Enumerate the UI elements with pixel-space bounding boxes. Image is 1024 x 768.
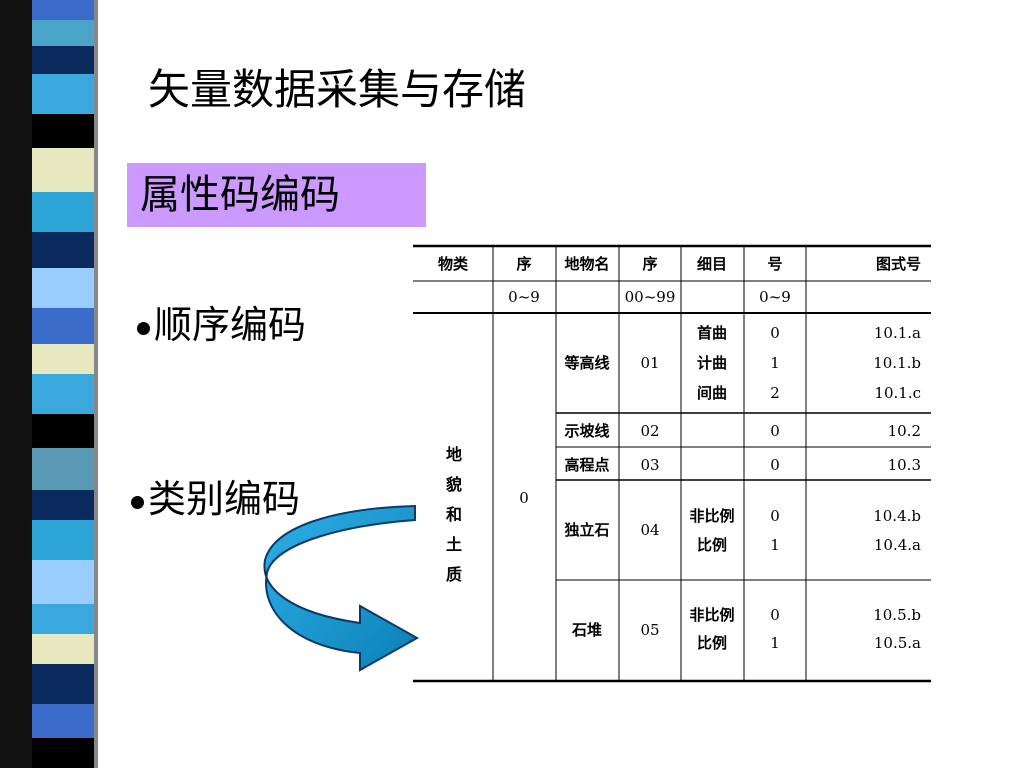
bullet-sequential-coding: 顺序编码 (137, 300, 306, 350)
table-row-number: 1 (770, 634, 780, 652)
bullet-dot-icon (131, 496, 144, 509)
table-row-seq: 04 (640, 521, 660, 539)
category-char: 土 (445, 535, 462, 554)
range-seq2: 00~99 (624, 288, 676, 306)
table-row-name: 示坡线 (564, 422, 610, 440)
category-char: 质 (445, 565, 462, 584)
slide-title: 矢量数据采集与存储 (148, 65, 527, 114)
table-row-code: 10.1.c (874, 384, 921, 402)
table-row-number: 2 (770, 384, 780, 402)
bullet-dot-icon (137, 322, 150, 335)
table-row-detail: 首曲 (696, 324, 728, 342)
table-row-name: 高程点 (564, 456, 610, 474)
table-row-code: 10.5.a (873, 634, 921, 652)
subtitle-box: 属性码编码 (127, 163, 426, 227)
curved-arrow-icon (263, 504, 420, 672)
subtitle: 属性码编码 (140, 172, 340, 218)
table-row-number: 0 (770, 507, 780, 525)
table-row-seq: 02 (640, 422, 660, 440)
table-row-name: 石堆 (571, 621, 603, 639)
range-number: 0~9 (759, 288, 791, 306)
header-feature-name: 地物名 (564, 255, 610, 273)
table-row-code: 10.1.b (873, 354, 921, 372)
table-row-code: 10.4.a (873, 536, 921, 554)
category-label: 地 貌 和 土 质 (443, 440, 465, 590)
category-char: 和 (445, 505, 462, 524)
bullet-text: 顺序编码 (154, 303, 307, 347)
table-row-code: 10.3 (887, 456, 921, 474)
table-row-seq: 05 (640, 621, 660, 639)
header-seq1: 序 (516, 255, 532, 273)
table-row-code: 10.4.b (873, 507, 921, 525)
table-row-code: 10.2 (887, 422, 921, 440)
table-row-name: 独立石 (564, 521, 610, 539)
header-seq2: 序 (642, 255, 658, 273)
table-row-name: 等高线 (564, 354, 610, 372)
table-row-detail: 非比例 (689, 507, 735, 525)
table-row-number: 0 (770, 456, 780, 474)
table-row-code: 10.1.a (873, 324, 921, 342)
header-category: 物类 (437, 255, 469, 273)
table-row-number: 1 (770, 354, 780, 372)
table-row-number: 0 (770, 422, 780, 440)
table-row-detail: 计曲 (696, 354, 728, 372)
decorative-stripe (0, 0, 120, 768)
header-symbol-code: 图式号 (875, 255, 921, 273)
header-detail: 细目 (696, 255, 728, 273)
category-char: 貌 (445, 475, 462, 494)
table-row-detail: 非比例 (689, 606, 735, 624)
category-seq: 0 (519, 489, 529, 507)
bullet-text: 类别编码 (148, 477, 301, 521)
table-row-seq: 03 (640, 456, 660, 474)
table-row-detail: 间曲 (696, 384, 728, 402)
table-row-number: 1 (770, 536, 780, 554)
table-row-code: 10.5.b (873, 606, 921, 624)
table-row-detail: 比例 (696, 536, 728, 554)
table-row-detail: 比例 (696, 634, 728, 652)
header-number: 号 (767, 255, 783, 273)
category-char: 地 (445, 445, 462, 464)
range-seq1: 0~9 (508, 288, 540, 306)
bullet-category-coding: 类别编码 (131, 474, 300, 524)
table-row-seq: 01 (640, 354, 660, 372)
table-row-number: 0 (770, 606, 780, 624)
code-table (413, 244, 931, 683)
table-row-number: 0 (770, 324, 780, 342)
